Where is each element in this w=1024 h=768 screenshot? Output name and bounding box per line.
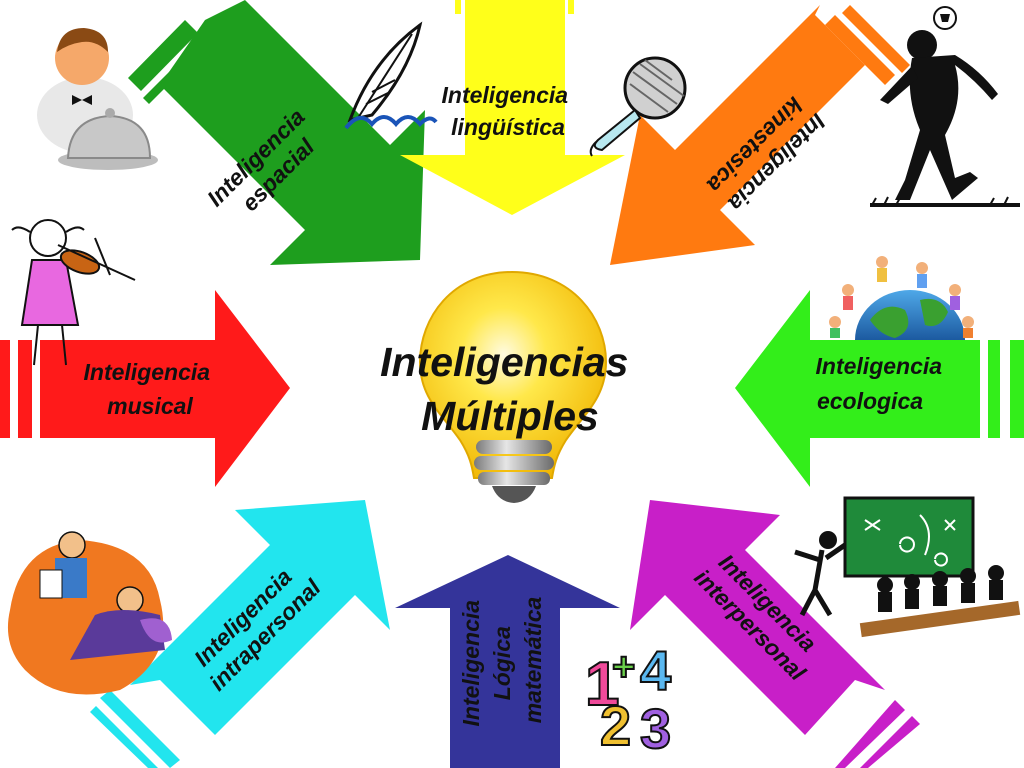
violinist-icon: [11, 219, 136, 366]
arrow-musical-stripe: [0, 340, 10, 438]
arrow-interpersonal-stripe: [860, 716, 920, 768]
arrow-linguistica-label-2: lingüística: [451, 114, 565, 140]
svg-text:Inteligencia Lógica: Inteligencia Lógica matemática: [458, 594, 546, 727]
classroom-icon: [794, 496, 1021, 638]
arrow-linguistica-label-1: Inteligencia: [442, 82, 569, 108]
arrow-ecologica-label-1: Inteligencia: [816, 353, 943, 379]
arrow-intrapersonal-stripe: [90, 706, 158, 768]
arrow-musical-label-1: Inteligencia: [84, 359, 211, 385]
arrow-espacial-stripe: [128, 20, 198, 91]
arrow-logica-label-3: matemática: [520, 597, 546, 724]
svg-text:3: 3: [640, 697, 671, 760]
soccer-player-icon: [870, 6, 1020, 207]
arrow-interpersonal-stripe: [835, 700, 905, 768]
svg-text:Inteligencia ecologica: Inteligencia ecologica: [816, 353, 949, 414]
arrow-linguistica-stripe: [568, 0, 574, 14]
svg-text:Inteligencias Múltiples: Inteligencias Múltiples: [380, 339, 640, 439]
globe-icon: [829, 256, 974, 340]
arrow-ecologica-stripe: [988, 340, 1000, 438]
arrow-espacial-stripe: [143, 41, 206, 104]
bulb-base-ring: [478, 472, 550, 485]
arrow-intrapersonal-body: [130, 500, 390, 735]
arrow-kinestesica-body: [610, 5, 865, 265]
therapy-session-icon: [7, 531, 172, 695]
bulb-base-ring: [476, 440, 552, 454]
arrow-musical-stripe: [18, 340, 32, 438]
arrow-musical: Inteligencia musical: [0, 290, 290, 487]
waiter-icon: [37, 28, 158, 170]
arrow-ecologica-body: [735, 290, 980, 487]
svg-text:4: 4: [640, 639, 671, 702]
arrow-linguistica: Inteligencia lingüística: [400, 0, 625, 215]
svg-text:+: +: [612, 645, 635, 689]
bulb-base-ring: [474, 456, 554, 470]
arrow-ecologica: Inteligencia ecologica: [735, 290, 1024, 487]
arrow-linguistica-body: [400, 0, 625, 215]
arrow-logica-body: [395, 555, 620, 768]
center-title-line-1: Inteligencias: [380, 339, 628, 385]
arrow-musical-body: [40, 290, 290, 487]
quill-icon: [344, 21, 438, 130]
center-title-line-2: Múltiples: [421, 393, 599, 439]
arrow-kinestesica-stripe: [842, 5, 910, 73]
arrow-musical-label-2: musical: [107, 393, 193, 419]
arrow-linguistica-stripe: [455, 0, 461, 14]
arrow-ecologica-label-2: ecologica: [817, 388, 923, 414]
arrow-logica-label-1: Inteligencia: [458, 600, 484, 727]
arrow-intrapersonal: Inteligencia intrapersonal: [90, 500, 390, 768]
numbers-icon: 1 + 4 2 3: [584, 638, 672, 761]
arrow-ecologica-stripe: [1010, 340, 1024, 438]
arrow-interpersonal-body: [630, 500, 885, 735]
arrow-intrapersonal-stripe: [100, 690, 180, 768]
light-bulb-icon: [418, 270, 608, 503]
svg-text:Inteligencia lingüística: Inteligencia lingüística: [442, 82, 575, 140]
arrow-espacial-body: [160, 0, 425, 265]
arrow-kinestesica: Inteligencia kinestesica: [610, 5, 910, 265]
svg-text:Inteligencia musical: Inteligencia musical: [84, 359, 217, 419]
bulb-base-tip: [492, 486, 536, 503]
arrow-logica-label-2: Lógica: [489, 626, 515, 700]
arrow-logica: Inteligencia Lógica matemática: [395, 555, 620, 768]
arrow-espacial: Inteligencia espacial: [128, 0, 425, 265]
arrow-kinestesica-stripe: [825, 15, 895, 85]
microphone-icon: [589, 56, 687, 157]
svg-text:2: 2: [600, 694, 631, 757]
svg-text:1: 1: [585, 650, 619, 719]
